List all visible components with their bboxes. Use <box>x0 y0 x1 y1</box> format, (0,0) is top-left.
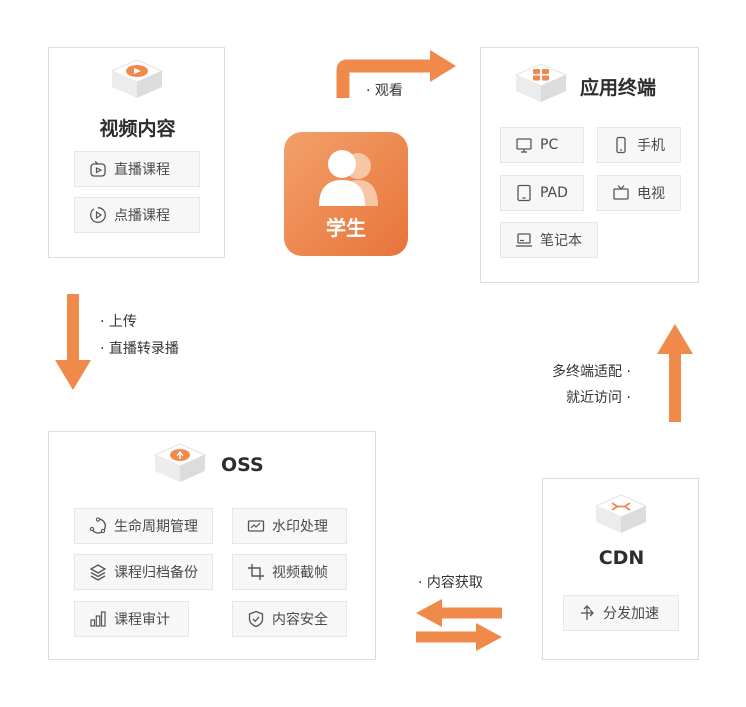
cdn-up-arrow <box>657 324 693 422</box>
cdn-panel: CDN 分发加速 <box>542 478 699 660</box>
nearby-access-note: 就近访问 · <box>566 390 631 406</box>
frame-capture-label: 视频截帧 <box>272 565 328 581</box>
content-fetch-note: · 内容获取 <box>418 575 483 591</box>
video-content-panel: 视频内容 直播课程 点播课程 <box>48 47 225 258</box>
tablet-icon <box>515 184 533 202</box>
device-pad-label: PAD <box>540 185 568 201</box>
crop-icon <box>247 563 265 581</box>
oss-cube-icon <box>153 443 207 482</box>
watch-arrow <box>336 50 456 98</box>
user-icon <box>319 150 378 206</box>
video-content-title: 视频内容 <box>99 118 176 140</box>
shield-icon <box>247 610 265 628</box>
course-audit-chip: 课程审计 <box>74 601 189 637</box>
device-tv-label: 电视 <box>637 186 665 202</box>
upload-note: · 上传 <box>100 314 137 330</box>
device-phone-label: 手机 <box>637 138 665 154</box>
live-tv-icon <box>89 160 107 178</box>
acceleration-label: 分发加速 <box>603 606 659 622</box>
oss-panel: OSS 生命周期管理 水印处理 课程归档备份 视频截帧 课程审计 内容安全 <box>48 431 376 660</box>
device-pc-chip: PC <box>500 127 584 163</box>
oss-title: OSS <box>221 454 264 476</box>
student-label: 学生 <box>326 216 366 240</box>
vod-course-chip: 点播课程 <box>74 197 200 233</box>
tv-icon <box>612 184 630 202</box>
device-tv-chip: 电视 <box>597 175 681 211</box>
app-terminal-title: 应用终端 <box>580 77 657 99</box>
acceleration-chip: 分发加速 <box>563 595 679 631</box>
vod-course-label: 点播课程 <box>114 208 170 224</box>
app-terminal-panel: 应用终端 PC 手机 PAD 电视 笔记本 <box>480 47 699 283</box>
content-security-chip: 内容安全 <box>232 601 347 637</box>
bar-chart-icon <box>89 610 107 628</box>
watch-note: · 观看 <box>366 83 403 99</box>
device-laptop-label: 笔记本 <box>540 233 582 249</box>
lifecycle-icon <box>89 517 107 535</box>
watermark-chip: 水印处理 <box>232 508 347 544</box>
archive-backup-label: 课程归档备份 <box>114 565 198 581</box>
watermark-icon <box>247 517 265 535</box>
student-badge: 学生 <box>284 132 408 256</box>
video-cube-icon <box>110 59 164 98</box>
multi-terminal-note: 多终端适配 · <box>552 364 631 380</box>
device-pc-label: PC <box>540 137 559 153</box>
content-fetch-arrows <box>416 599 502 651</box>
course-audit-label: 课程审计 <box>114 612 170 628</box>
cdn-title: CDN <box>598 547 645 569</box>
live-course-label: 直播课程 <box>114 162 170 178</box>
app-cube-icon <box>514 63 568 102</box>
archive-backup-chip: 课程归档备份 <box>74 554 213 590</box>
layers-icon <box>89 563 107 581</box>
upload-arrow <box>55 294 91 390</box>
lifecycle-chip: 生命周期管理 <box>74 508 213 544</box>
lifecycle-label: 生命周期管理 <box>114 519 198 535</box>
play-circle-icon <box>89 206 107 224</box>
distribute-icon <box>578 604 596 622</box>
phone-icon <box>612 136 630 154</box>
laptop-icon <box>515 231 533 249</box>
live-course-chip: 直播课程 <box>74 151 200 187</box>
device-pad-chip: PAD <box>500 175 584 211</box>
live-to-vod-note: · 直播转录播 <box>100 341 179 357</box>
content-security-label: 内容安全 <box>272 612 328 628</box>
cdn-cube-icon <box>594 494 648 533</box>
device-phone-chip: 手机 <box>597 127 681 163</box>
frame-capture-chip: 视频截帧 <box>232 554 347 590</box>
watermark-label: 水印处理 <box>272 519 328 535</box>
device-laptop-chip: 笔记本 <box>500 222 598 258</box>
monitor-icon <box>515 136 533 154</box>
